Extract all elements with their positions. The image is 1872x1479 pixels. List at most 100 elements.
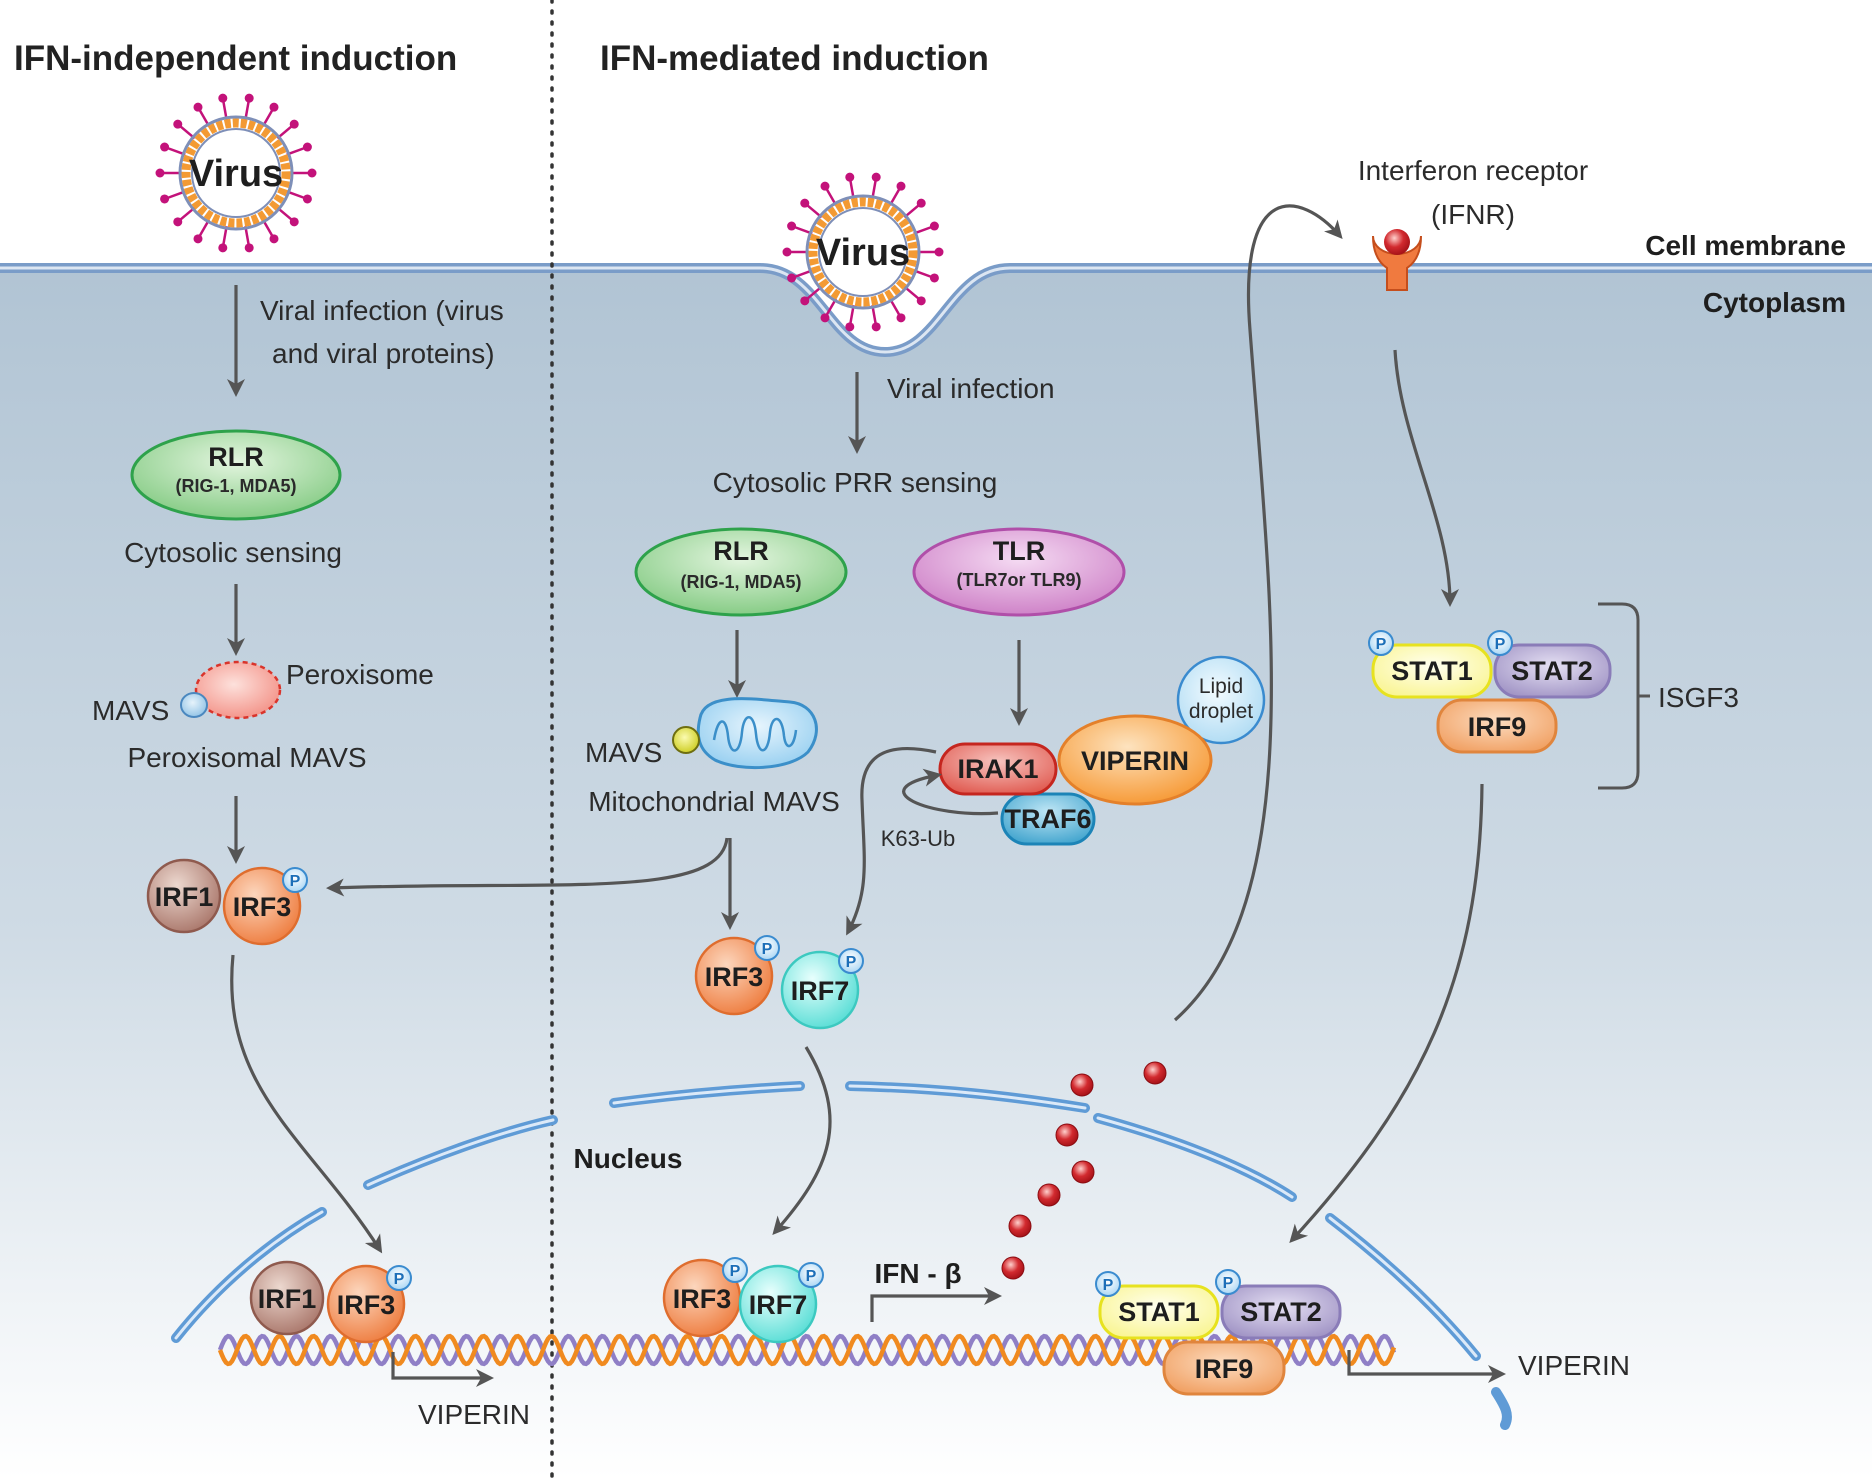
virus-spike-tip	[307, 168, 317, 178]
virus-spike-tip	[302, 194, 312, 204]
mid-mavs-label: MAVS	[585, 737, 662, 768]
svg-text:P: P	[762, 941, 773, 958]
ifn-beta-dot	[1001, 1256, 1025, 1280]
virus-spike-tip	[173, 217, 183, 227]
arrow-left-viperin-transcription	[391, 1352, 494, 1387]
nucleus-label: Nucleus	[574, 1143, 683, 1174]
irf1-cytoplasm-label: IRF1	[155, 882, 214, 912]
lipid-droplet-line2: droplet	[1189, 700, 1253, 723]
ifn-beta-gene: IFN - β	[874, 1258, 961, 1289]
tlr	[912, 527, 1126, 617]
left-mavs-label: MAVS	[92, 695, 169, 726]
virus-spike-tip	[871, 322, 881, 332]
phospho-badge: P	[1368, 630, 1394, 656]
virus-spike-tip	[244, 93, 254, 103]
virus-spike-tip	[845, 322, 855, 332]
left-viperin-gene: VIPERIN	[418, 1399, 530, 1430]
peroxisomal-mavs-dot	[180, 692, 208, 718]
irf1-nucleus-label: IRF1	[258, 1284, 317, 1314]
phospho-badge: P	[838, 948, 864, 974]
viperin-protein	[1057, 714, 1213, 806]
virus-spike-tip	[934, 247, 944, 257]
k63-ub-label: K63-Ub	[881, 826, 956, 851]
ifn-beta-dot	[1070, 1073, 1094, 1097]
irf3-left-nucleus	[326, 1264, 406, 1344]
virus-spike-tip	[160, 142, 170, 152]
virus-left-label: Virus	[189, 153, 283, 195]
phospho-badge: P	[722, 1257, 748, 1283]
arrow-left-to-nucleus	[230, 954, 383, 1254]
interferon-receptor-line1: Interferon receptor	[1358, 155, 1588, 186]
ifnr-receptor	[1372, 229, 1422, 291]
stat2-nucleus-label: STAT2	[1240, 1297, 1322, 1327]
virus-spike-tip	[871, 172, 881, 182]
stat1-cytoplasm-label: STAT1	[1391, 656, 1473, 686]
irf1-cytoplasm	[146, 858, 222, 934]
ifn-beta-molecules	[1001, 1061, 1167, 1280]
virus-spike-tip	[193, 234, 203, 244]
irf3-left-cytoplasm-label: IRF3	[233, 892, 292, 922]
phospho-badge: P	[798, 1262, 824, 1288]
stat1-cytoplasm	[1371, 643, 1493, 699]
stat2-nucleus	[1220, 1284, 1342, 1340]
header-ifn-mediated: IFN-mediated induction	[600, 39, 989, 78]
cytosolic-prr-sensing: Cytosolic PRR sensing	[713, 467, 998, 498]
stat2-cytoplasm-label: STAT2	[1511, 656, 1593, 686]
peroxisomal-mavs-label: Peroxisomal MAVS	[127, 742, 366, 773]
virus-spike-tip	[173, 119, 183, 129]
irf9-cytoplasm-label: IRF9	[1468, 712, 1527, 742]
virus-middle	[782, 172, 944, 332]
virus-spike-tip	[289, 119, 299, 129]
viperin-protein-label: VIPERIN	[1081, 746, 1189, 776]
stat1-nucleus	[1098, 1284, 1220, 1340]
irf3-left-nucleus-label: IRF3	[337, 1290, 396, 1320]
virus-spike-tip	[302, 142, 312, 152]
interferon-receptor-line2: (IFNR)	[1431, 199, 1515, 230]
tlr-sub: (TLR7or TLR9)	[957, 570, 1082, 590]
rlr-left-sub: (RIG-1, MDA5)	[176, 476, 297, 496]
traf6	[1000, 792, 1096, 846]
left-cytosolic-sensing: Cytosolic sensing	[124, 537, 342, 568]
phospho-badge: P	[1095, 1271, 1121, 1297]
svg-text:P: P	[806, 1268, 817, 1285]
lipid-droplet	[1176, 655, 1266, 745]
ifn-beta-dot	[1037, 1183, 1061, 1207]
ifn-beta-dot	[1008, 1214, 1032, 1238]
svg-text:P: P	[1376, 636, 1387, 653]
phospho-badge: P	[282, 867, 308, 893]
ifn-beta-dot	[1071, 1160, 1095, 1184]
left-viral-infection-line2: and viral proteins)	[272, 338, 495, 369]
svg-text:P: P	[730, 1263, 741, 1280]
virus-spike-tip	[896, 181, 906, 191]
virus-middle-label: Virus	[816, 232, 910, 274]
lipid-droplet-line1: Lipid	[1199, 675, 1243, 698]
arrow-ifn-beta-transcription	[870, 1287, 1002, 1322]
svg-text:P: P	[846, 954, 857, 971]
virus-spike-tip	[782, 247, 792, 257]
svg-text:P: P	[394, 1271, 405, 1288]
virus-spike-tip	[160, 194, 170, 204]
rlr-left-name: RLR	[208, 442, 264, 472]
rlr-mid-sub: (RIG-1, MDA5)	[681, 572, 802, 592]
arrow-mid-to-nucleus	[772, 1046, 832, 1235]
virus-spike-tip	[800, 296, 810, 306]
mitochondrion	[696, 697, 818, 769]
ifn-beta-dot	[1055, 1123, 1079, 1147]
virus-spike-tip	[244, 243, 254, 253]
left-viral-infection-line1: Viral infection (virus	[260, 295, 504, 326]
traf6-label: TRAF6	[1005, 804, 1092, 834]
irf1-nucleus	[249, 1260, 325, 1336]
virus-spike-tip	[787, 273, 797, 283]
arrow-mavs-to-left-irf3	[326, 837, 729, 897]
stat1-nucleus-label: STAT1	[1118, 1297, 1200, 1327]
arrow-right-viperin-transcription	[1347, 1350, 1506, 1383]
tlr-name: TLR	[993, 536, 1045, 566]
svg-text:P: P	[1103, 1277, 1114, 1294]
virus-spike-tip	[269, 234, 279, 244]
irf3-mid-cytoplasm-label: IRF3	[705, 962, 764, 992]
virus-spike-tip	[845, 172, 855, 182]
arrow-irak1-to-irf7	[846, 747, 937, 936]
irf3-mid-nucleus-label: IRF3	[673, 1284, 732, 1314]
